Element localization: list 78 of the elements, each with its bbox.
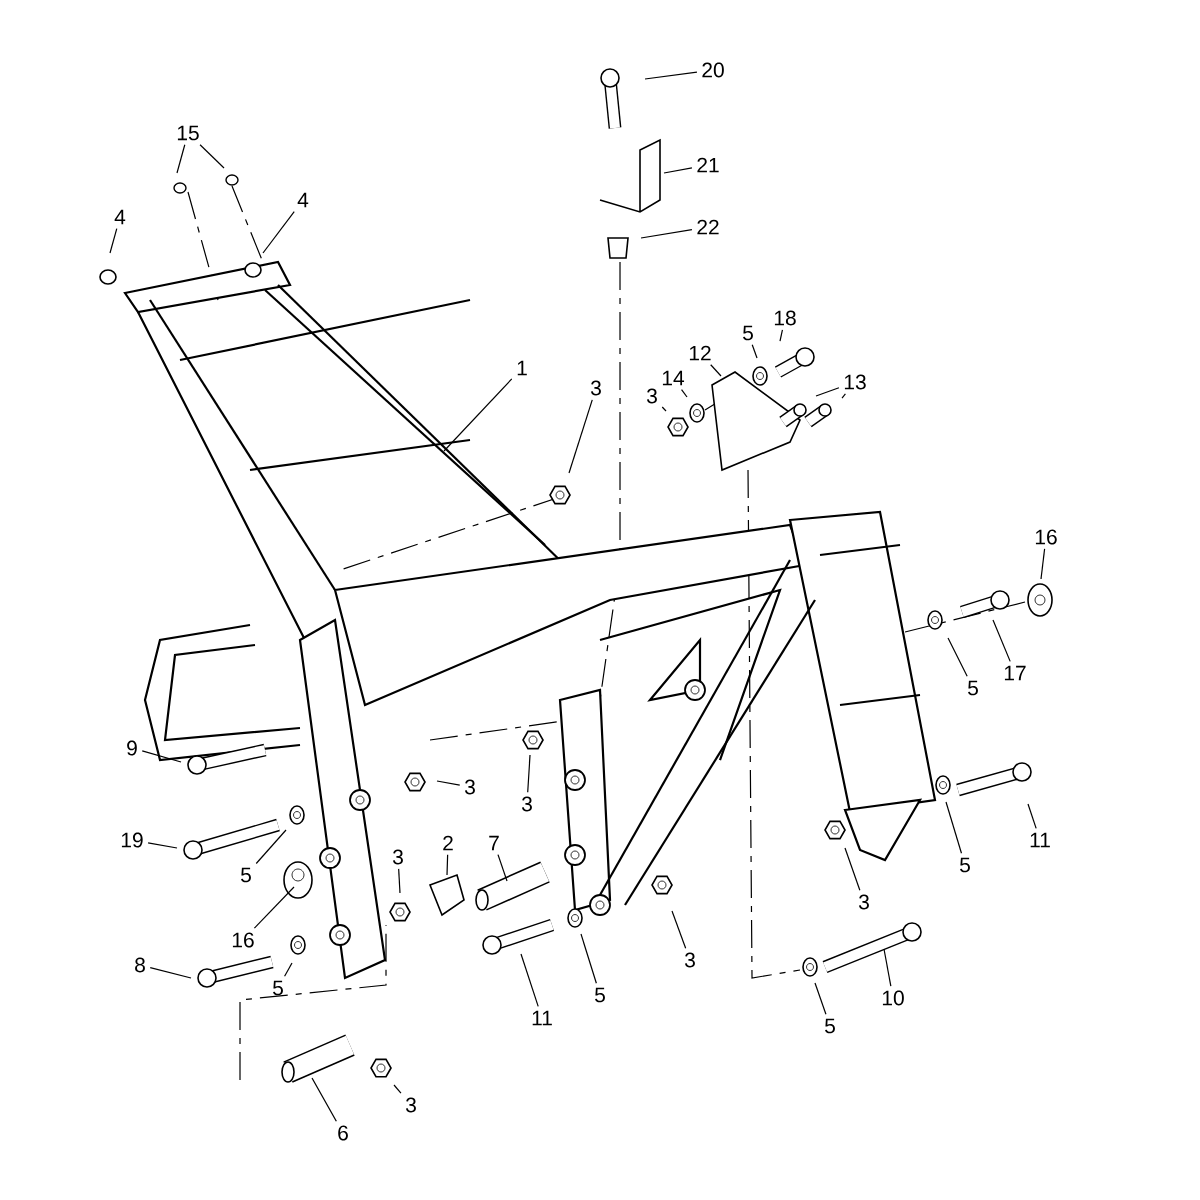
callout-number: 2 [443, 835, 453, 851]
leader-line [520, 953, 539, 1007]
callout-number: 6 [338, 1125, 348, 1141]
leader-line [527, 754, 531, 793]
callout-number: 4 [114, 209, 126, 225]
leader-line [644, 71, 698, 80]
leader-line [814, 982, 827, 1015]
callout-number: 10 [882, 990, 904, 1006]
leader-line [311, 1077, 337, 1122]
callout-number: 1 [517, 360, 527, 376]
leader-line [671, 910, 687, 949]
leader-line [147, 842, 178, 849]
leader-line [1027, 803, 1037, 829]
leader-line [815, 387, 840, 397]
leader-line [149, 967, 192, 979]
callout-number: 5 [241, 867, 251, 883]
callout-number: 11 [1030, 832, 1050, 848]
callout-number: 15 [177, 125, 199, 141]
callout-number: 3 [392, 849, 403, 865]
callout-number: 5 [968, 680, 978, 696]
callout-number: 14 [662, 370, 685, 386]
leader-line [283, 962, 293, 977]
callout-number: 5 [825, 1018, 835, 1034]
callout-number: 5 [595, 987, 605, 1003]
callout-number: 21 [697, 157, 719, 173]
callout-number: 19 [121, 832, 143, 848]
leader-line [255, 829, 287, 865]
callout-number: 3 [646, 388, 657, 404]
leader-line [199, 144, 225, 169]
leader-line [841, 393, 846, 399]
callout-number: 3 [464, 779, 475, 795]
callout-number: 5 [743, 325, 753, 341]
callout-number: 17 [1004, 665, 1026, 681]
leader-line [443, 378, 513, 452]
callout-number: 3 [521, 796, 532, 812]
leader-line [109, 228, 118, 254]
leader-line [947, 637, 968, 677]
leader-line [945, 801, 963, 854]
leader-line [141, 750, 182, 763]
callout-number: 16 [1035, 529, 1057, 545]
leader-line [844, 847, 861, 891]
leader-line [751, 344, 758, 359]
leader-line [262, 211, 295, 254]
callout-number: 8 [135, 957, 145, 973]
leader-line [883, 948, 892, 987]
callout-number: 12 [689, 345, 711, 361]
leader-line [393, 1084, 402, 1094]
callout-number: 11 [532, 1010, 552, 1026]
leader-line [1040, 548, 1046, 580]
leader-line [580, 933, 597, 984]
leader-line [663, 167, 693, 174]
leader-line [661, 406, 667, 412]
callout-number: 7 [489, 835, 499, 851]
callout-number: 16 [232, 932, 254, 948]
callout-number: 13 [844, 374, 866, 390]
leader-line [992, 619, 1011, 662]
callout-number: 3 [858, 894, 869, 910]
leader-line [779, 329, 784, 342]
callout-number: 3 [405, 1097, 416, 1113]
callout-number: 22 [697, 219, 719, 235]
leader-line [176, 144, 186, 174]
leader-line [446, 854, 449, 876]
leader-line [436, 780, 461, 786]
callout-number: 9 [127, 740, 137, 756]
leader-line [398, 868, 401, 894]
callout-number: 20 [702, 62, 724, 78]
callout-number: 4 [297, 192, 309, 208]
leader-line [568, 399, 593, 474]
leader-line [680, 389, 688, 398]
callout-number: 3 [590, 380, 601, 396]
leader-line [497, 854, 508, 882]
leader-line [640, 229, 693, 239]
callout-number: 3 [684, 952, 695, 968]
leader-line [710, 364, 722, 377]
callout-number: 18 [774, 310, 796, 326]
leader-line [253, 886, 295, 929]
callout-number: 5 [273, 980, 283, 996]
callout-number: 5 [960, 857, 970, 873]
